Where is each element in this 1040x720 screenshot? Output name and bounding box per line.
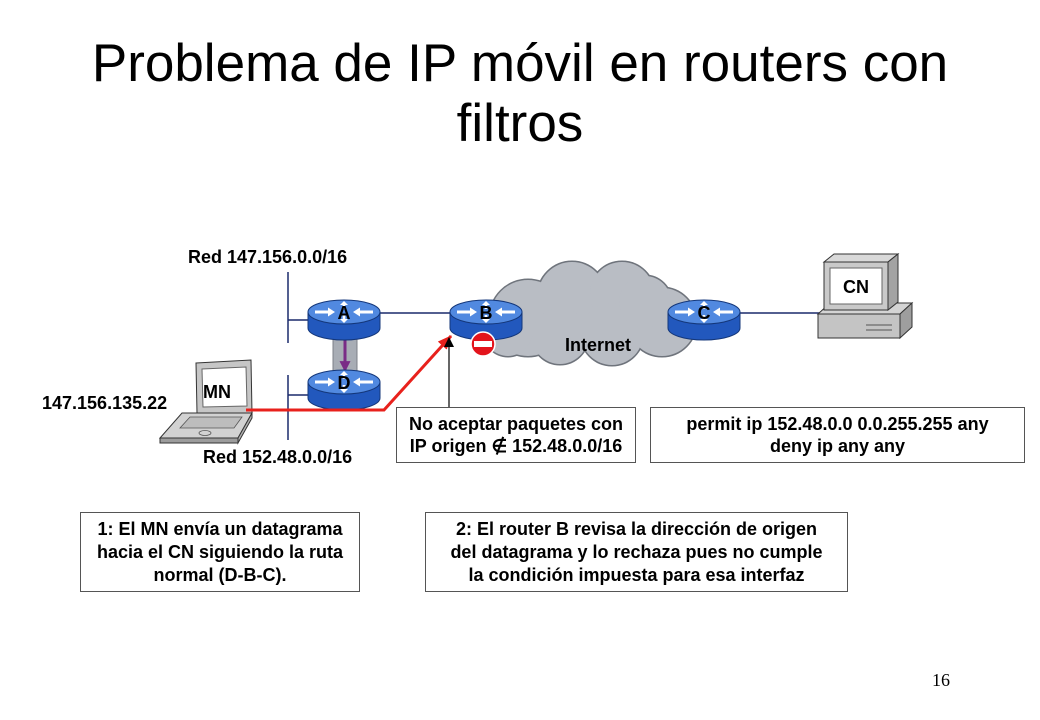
router-d-label: D [338,373,351,393]
step-2-line: del datagrama y lo rechaza pues no cumpl… [450,542,823,562]
step-1-callout: 1: El MN envía un datagrama hacia el CN … [80,512,360,592]
step-2-line: la condición impuesta para esa interfaz [468,565,805,585]
datagram-path-arrow [246,334,453,412]
acl-callout: permit ip 152.48.0.0 0.0.255.255 any den… [650,407,1025,463]
acl-line: permit ip 152.48.0.0 0.0.255.255 any [686,414,989,434]
router-a: A [307,299,381,341]
slide-title-line-1: Problema de IP móvil en routers con [91,34,949,93]
step-2-callout: 2: El router B revisa la dirección de or… [425,512,848,592]
no-entry-icon [470,331,496,357]
step-1-line: normal (D-B-C). [153,565,287,585]
router-b-label: B [480,303,493,323]
router-c-label: C [698,303,711,323]
filter-rule-line: No aceptar paquetes con [408,414,624,434]
acl-line: deny ip any any [769,436,906,456]
upper-network-label: Red 147.156.0.0/16 [188,247,348,267]
router-c: C [667,299,741,341]
desktop-computer-icon [816,252,914,340]
lower-network-label: Red 152.48.0.0/16 [203,447,353,467]
laptop-icon [158,359,253,445]
step-1-line: hacia el CN siguiendo la ruta [96,542,344,562]
router-d: D [307,369,381,411]
filter-rule-line: IP origen ∉ 152.48.0.0/16 [409,436,623,456]
router-b: B [449,299,523,341]
step-2-line: 2: El router B revisa la dirección de or… [455,519,818,539]
page-number: 16 [932,670,950,690]
mobile-node-label: MN [203,382,231,402]
internet-label: Internet [565,335,631,355]
step-1-line: 1: El MN envía un datagrama [97,519,343,539]
router-a-label: A [338,303,351,323]
mn-ip-address: 147.156.135.22 [42,393,168,413]
slide-title: Problema de IP móvil en routers con filt… [0,34,1040,154]
filter-rule-callout: No aceptar paquetes con IP origen ∉ 152.… [396,407,636,463]
correspondent-node-label: CN [843,277,869,297]
slide-title-line-2: filtros [456,94,584,153]
